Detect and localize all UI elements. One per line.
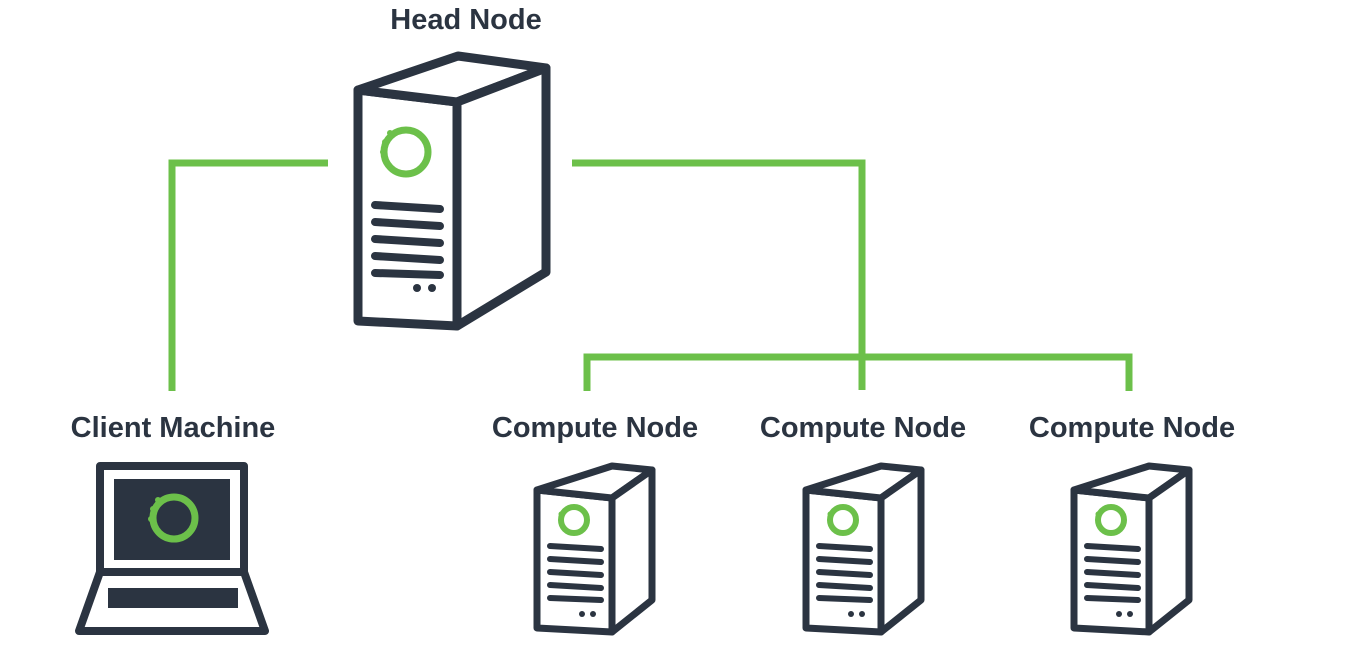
client-laptop-icon <box>75 462 269 635</box>
compute-node-2-server-icon <box>802 462 925 636</box>
connection-lines <box>168 159 1133 391</box>
head-node-button-icon <box>428 284 436 292</box>
compute-node-label: Compute Node <box>491 412 699 444</box>
compute-node-label: Compute Node <box>759 412 967 444</box>
compute-node-label: Compute Node <box>1028 412 1236 444</box>
client-machine-label: Client Machine <box>70 412 276 444</box>
link-compute-bus <box>583 353 1133 391</box>
head-node-label: Head Node <box>390 4 542 36</box>
head-node-logo-icon <box>380 126 432 178</box>
head-node-server-icon <box>353 51 551 331</box>
link-head-to-client <box>168 159 328 391</box>
head-node-button-icon <box>413 284 421 292</box>
link-head-to-compute-bus <box>572 159 866 390</box>
client-logo-icon <box>148 493 199 543</box>
compute-node-1-server-icon <box>533 462 656 636</box>
compute-node-3-server-icon <box>1070 462 1193 636</box>
head-node-vent-icon <box>371 201 444 279</box>
